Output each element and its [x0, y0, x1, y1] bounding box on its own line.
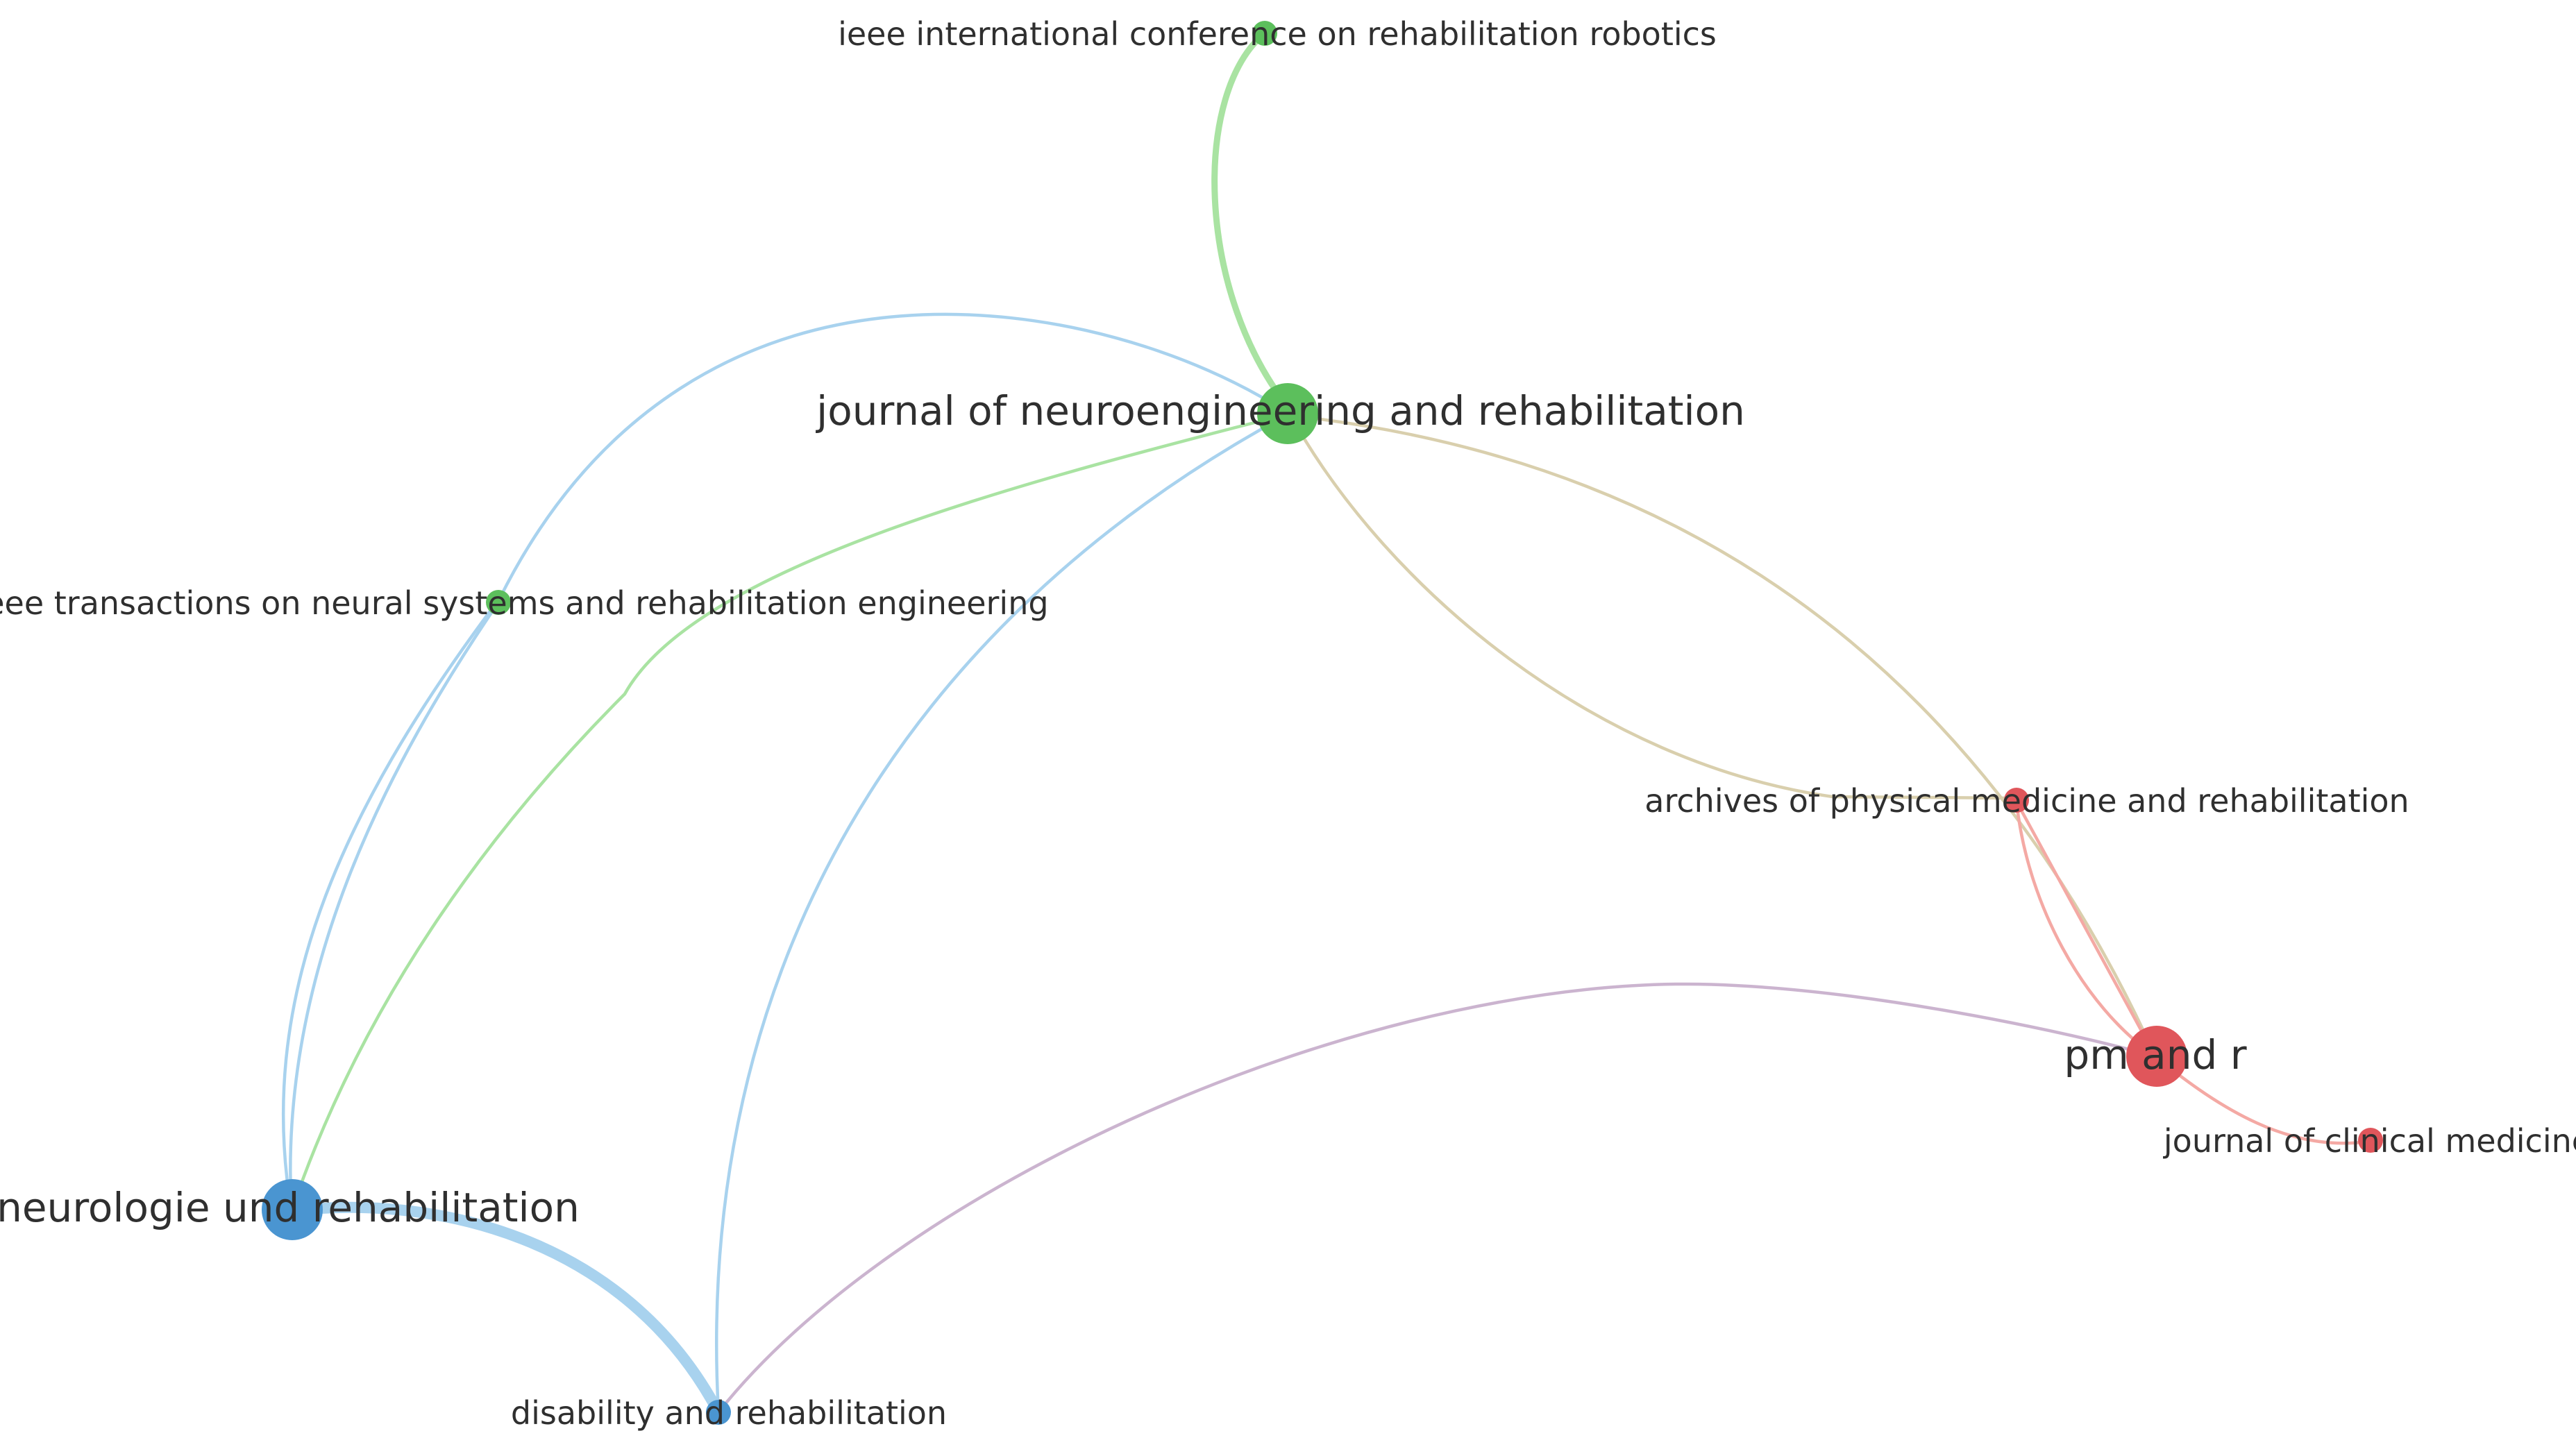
node-label-neurologie-und-rehabilitation[interactable]: neurologie und rehabilitation [0, 1184, 580, 1231]
node-ieee-international-conference[interactable] [1252, 21, 1277, 46]
node-label-journal-of-clinical-medicine[interactable]: journal of clinical medicine [2163, 1122, 2576, 1160]
edge-layer [281, 31, 2368, 1415]
node-journal-of-neuroengineering[interactable] [1257, 383, 1318, 444]
node-pm-and-r[interactable] [2126, 1026, 2187, 1087]
edge-pmr-clinical-medicine [2154, 1055, 2368, 1145]
edge-neurologie-disability [291, 1201, 724, 1415]
edge-neuroeng-pmr [1297, 414, 2157, 1057]
node-journal-of-clinical-medicine[interactable] [2358, 1128, 2383, 1153]
node-archives-physical-medicine[interactable] [2004, 788, 2029, 813]
edge-archives-pmr [2014, 801, 2157, 1058]
node-label-ieee-international-conference[interactable]: ieee international conference on rehabil… [838, 15, 1717, 53]
node-label-archives-physical-medicine[interactable]: archives of physical medicine and rehabi… [1644, 782, 2409, 820]
node-ieee-transactions[interactable] [486, 590, 511, 615]
node-layer [262, 21, 2383, 1425]
edge-neuroeng-neurologie [281, 312, 1286, 1212]
node-label-journal-of-neuroengineering[interactable]: journal of neuroengineering and rehabili… [815, 387, 1745, 434]
node-disability-and-rehabilitation[interactable] [706, 1400, 731, 1425]
edge-pmr-disability [717, 982, 2156, 1414]
edge-neuroeng-archives [1290, 415, 2017, 800]
label-layer: ieee international conference on rehabil… [0, 15, 2576, 1432]
node-neurologie-und-rehabilitation[interactable] [262, 1179, 323, 1240]
edge-neuroeng-ieee-transactions [289, 413, 1285, 1212]
edge-neuroeng-disability [715, 415, 1286, 1413]
edge-archives-pmr-direct [2015, 800, 2157, 1058]
edge-robotics-neuroeng [1211, 31, 1294, 413]
edge-ieee-transactions-neurologie [289, 601, 500, 1212]
node-label-ieee-transactions[interactable]: ieee transactions on neural systems and … [0, 584, 1049, 622]
node-label-pm-and-r[interactable]: pm and r [2064, 1031, 2246, 1078]
node-label-disability-and-rehabilitation[interactable]: disability and rehabilitation [511, 1394, 947, 1432]
